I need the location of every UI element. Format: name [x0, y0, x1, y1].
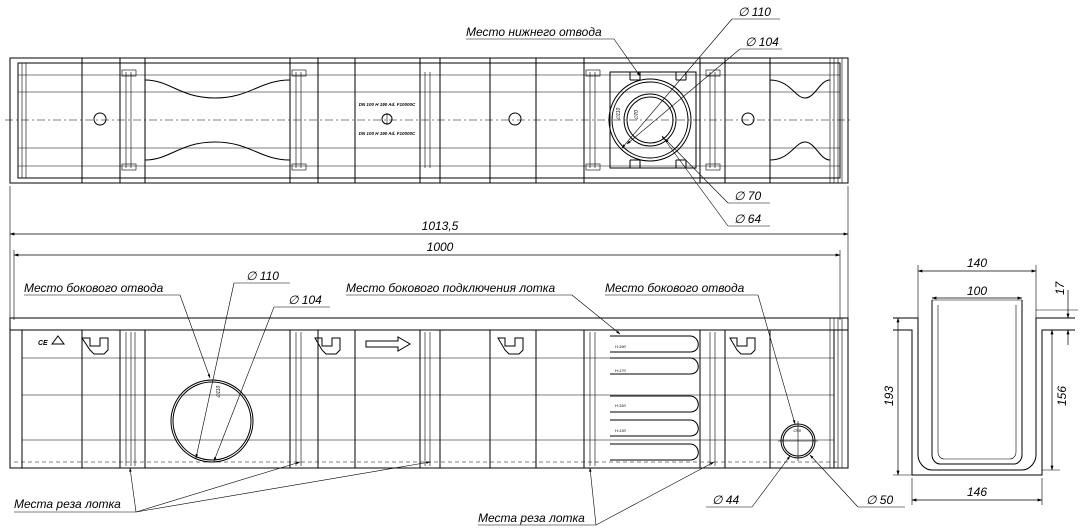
side-connection-steps: H:190 H:170 H:150 H:130: [610, 335, 699, 461]
plan-hole-3: [741, 112, 755, 126]
notch-2: [314, 337, 341, 355]
cross-section: 140 100 17 193 156 146: [882, 256, 1078, 505]
side-outlet-d110-circle: [170, 379, 254, 463]
dim-section-inner-width: 100: [967, 284, 987, 298]
recycle-icon: [51, 335, 65, 345]
dim-section-bottom-width: 146: [967, 485, 987, 499]
notch-3: [497, 337, 524, 355]
plan-right-end: [829, 58, 843, 183]
bottom-outlet-d110-circle: [608, 78, 692, 162]
plan-bottom-outlet: ∅110 ∅70: [608, 71, 697, 169]
dim-top-d110: ∅ 110: [738, 5, 771, 19]
dim-side-d44: ∅ 44: [712, 493, 739, 507]
dim-side-d50: ∅ 50: [866, 493, 893, 507]
length-dimensions: 1013,5 1000: [9, 186, 849, 330]
step-mark-2: H:170: [615, 368, 626, 373]
dim-section-total-height: 193: [882, 386, 896, 406]
dim-side-d104: ∅ 104: [288, 293, 322, 307]
bottom-outlet-d104-circle: [611, 81, 689, 159]
label-cut-places-bottom: Места реза лотка: [478, 511, 585, 525]
dim-nominal-length: 1000: [427, 240, 454, 254]
dim-section-outer-top-width: 140: [967, 256, 987, 270]
bottom-outlet-d70-circle: [623, 93, 677, 147]
side-outlet-d104-circle: [172, 381, 252, 461]
plan-hole-1: [93, 112, 107, 126]
dim-section-rim-height: 17: [1053, 280, 1067, 295]
step-mark-1: H:190: [615, 344, 626, 349]
bottom-outlet-d64-circle: [626, 96, 674, 144]
side-view: CE ∅110 H:190 H:170 H:150 H:130 ∅50: [9, 317, 849, 469]
plan-hole-2: [508, 112, 522, 126]
plan-left-end: [21, 63, 27, 178]
small-hole-mark: ∅50: [793, 428, 802, 433]
label-cut-places-left: Места реза лотка: [14, 497, 121, 511]
bottom-hole-mark-b: ∅70: [634, 110, 640, 120]
label-bottom-outlet-place: Место нижнего отвода: [466, 25, 602, 39]
plan-marking-line1: DN 100 H 190 Ad. F10000C: [359, 102, 416, 107]
label-side-connection-place: Место бокового подключения лотка: [346, 281, 555, 295]
flow-arrow-icon: [365, 336, 411, 352]
notch-4: [729, 337, 756, 355]
dim-top-d104: ∅ 104: [745, 35, 779, 49]
dim-section-inner-height: 156: [1055, 386, 1069, 406]
step-mark-4: H:130: [615, 428, 626, 433]
plan-segments: [81, 58, 771, 183]
side-view-callouts: Место бокового отвода ∅ 110 ∅ 104 Место …: [14, 269, 905, 526]
plan-view: DN 100 H 190 Ad. F10000C DN 100 H 190 Ad…: [5, 5, 852, 227]
plan-marking-line2: DN 100 H 190 Ad. F10000C: [359, 131, 416, 136]
dim-top-d64: ∅ 64: [734, 212, 761, 226]
dim-side-d110: ∅ 110: [246, 269, 279, 283]
side-hole-mark: ∅110: [216, 385, 222, 398]
label-side-outlet-place-left: Место бокового отвода: [24, 281, 164, 295]
label-side-outlet-place-right: Место бокового отвода: [605, 281, 745, 295]
step-mark-3: H:150: [615, 403, 626, 408]
notch-1: [81, 337, 109, 355]
dim-top-d70: ∅ 70: [734, 189, 761, 203]
bottom-hole-mark-a: ∅110: [616, 107, 622, 120]
side-ce-mark: CE: [38, 340, 48, 347]
dim-total-length: 1013,5: [422, 219, 459, 233]
